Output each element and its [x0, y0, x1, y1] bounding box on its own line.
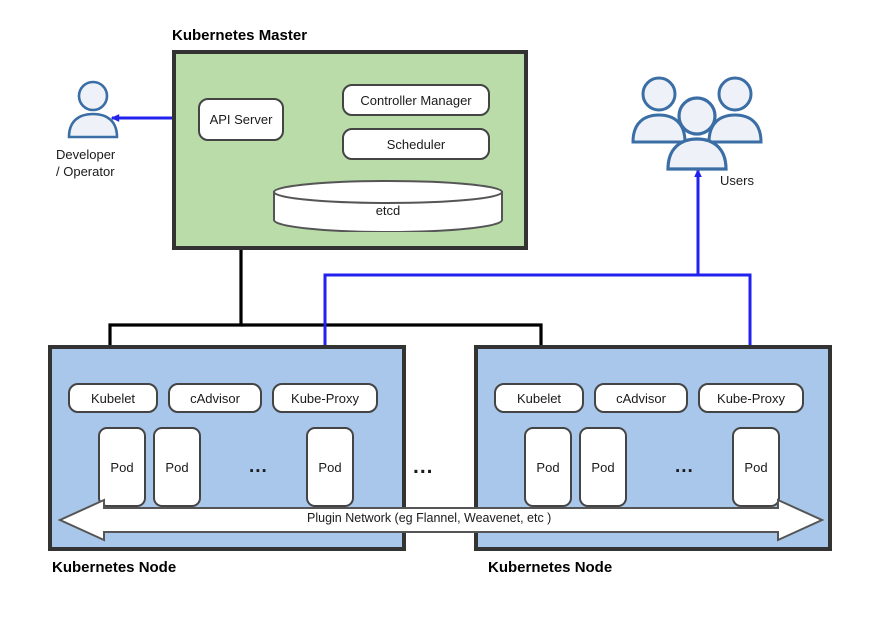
user-person-center [666, 96, 728, 171]
node-1-title: Kubernetes Node [52, 559, 177, 576]
node-1-cadvisor-box[interactable]: cAdvisor [168, 383, 262, 413]
node-2-cadvisor-box[interactable]: cAdvisor [594, 383, 688, 413]
etcd-datastore[interactable]: etcd [272, 180, 504, 233]
between-nodes-ellipsis: ... [413, 455, 434, 478]
scheduler-box[interactable]: Scheduler [342, 128, 490, 160]
node-2-pod-3[interactable]: Pod [732, 427, 780, 507]
developer-label-line1: Developer [56, 147, 116, 162]
etcd-cylinder-shape [273, 180, 503, 233]
node-1-pod-2[interactable]: Pod [153, 427, 201, 507]
user-person-right [707, 76, 763, 144]
master-title: Kubernetes Master [172, 27, 308, 44]
node-2-pod-2[interactable]: Pod [579, 427, 627, 507]
node-2-pod-1[interactable]: Pod [524, 427, 572, 507]
users-group-icon [630, 72, 765, 189]
controller-manager-box[interactable]: Controller Manager [342, 84, 490, 116]
users-label: Users [720, 173, 754, 188]
node-1-pod-3[interactable]: Pod [306, 427, 354, 507]
node-1-pod-1[interactable]: Pod [98, 427, 146, 507]
node-2-title: Kubernetes Node [488, 559, 613, 576]
developer-operator-person-icon [62, 78, 124, 145]
plugin-network-label: Plugin Network (eg Flannel, Weavenet, et… [307, 511, 552, 525]
node-1-kubeproxy-box[interactable]: Kube-Proxy [272, 383, 378, 413]
node-2-kubeproxy-box[interactable]: Kube-Proxy [698, 383, 804, 413]
node-1-pods-ellipsis: ... [249, 456, 268, 477]
developer-label-line2: / Operator [56, 164, 115, 179]
node-1-kubelet-box[interactable]: Kubelet [68, 383, 158, 413]
user-person-left [631, 76, 687, 144]
api-server-box[interactable]: API Server [198, 98, 284, 141]
node-2-pods-ellipsis: ... [675, 456, 694, 477]
node-2-kubelet-box[interactable]: Kubelet [494, 383, 584, 413]
